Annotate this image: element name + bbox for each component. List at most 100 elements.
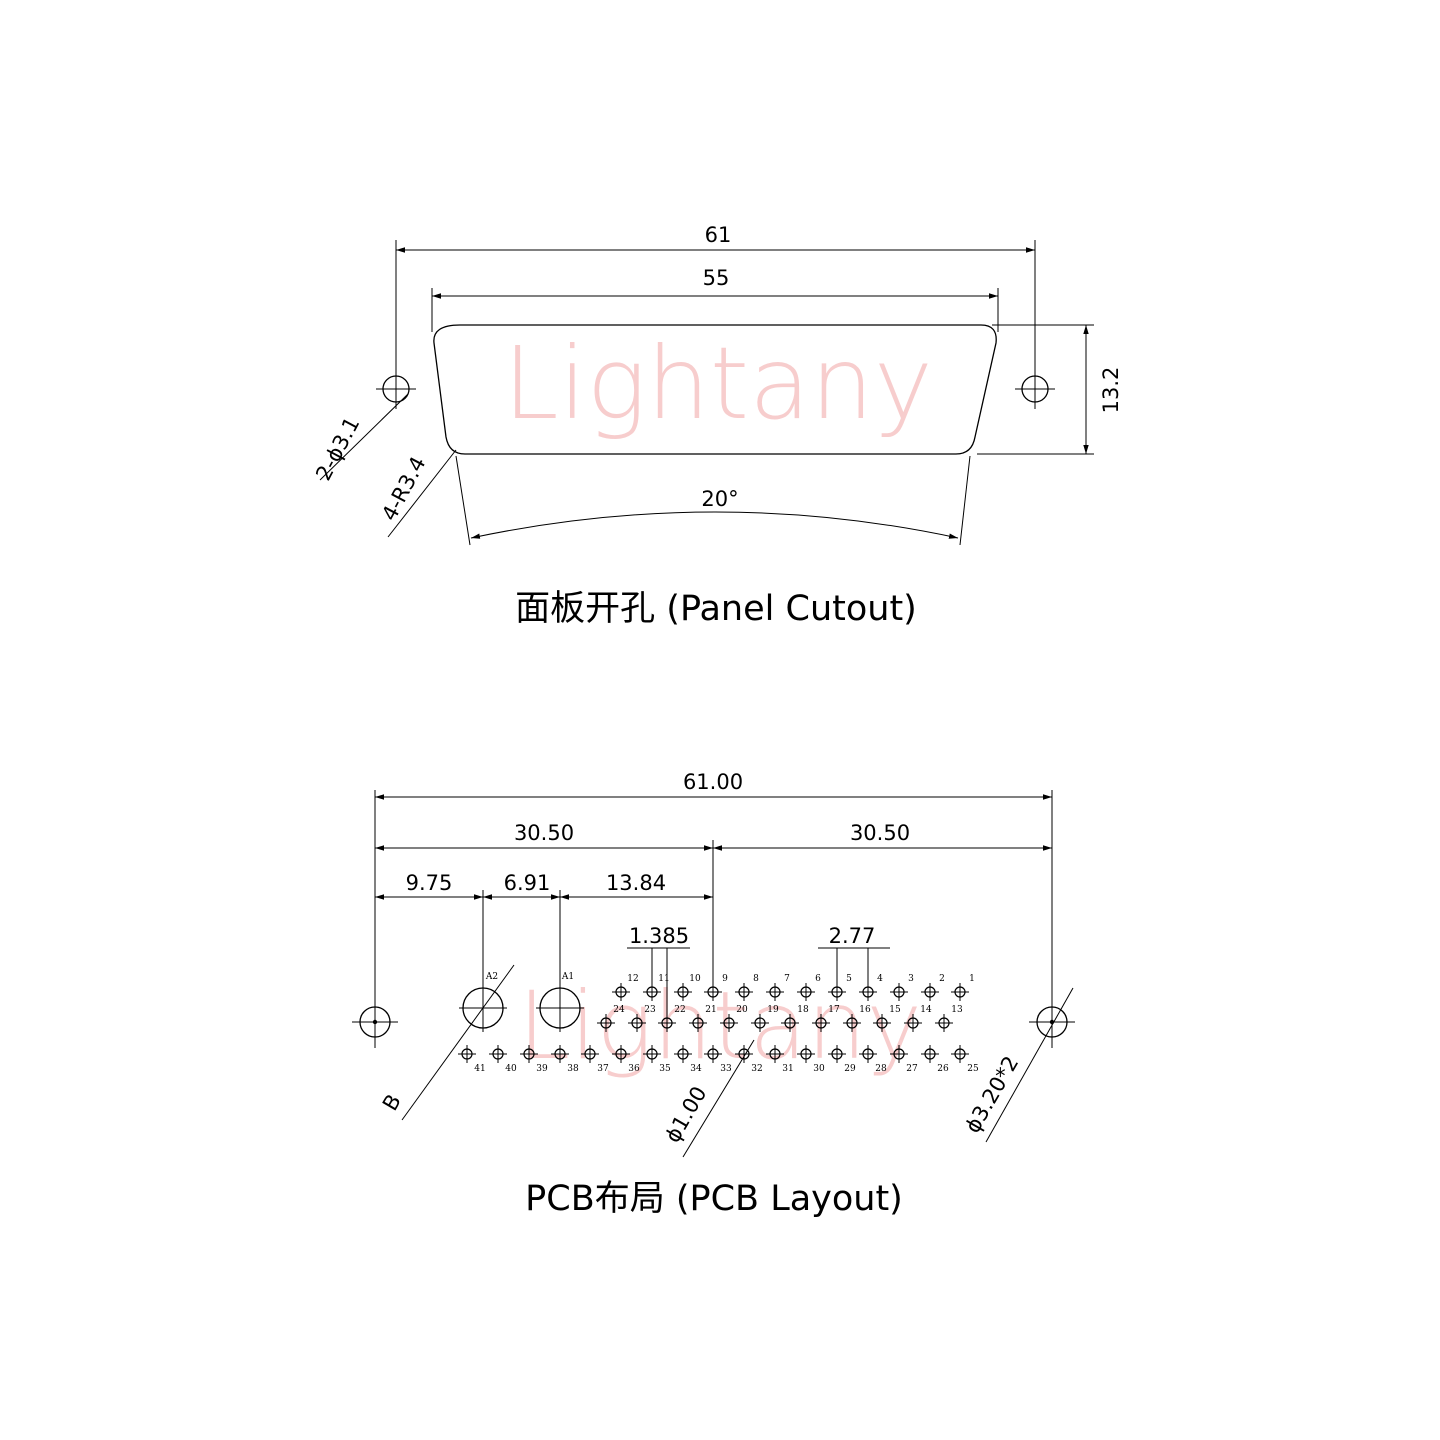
leader-pin-hole (682, 1039, 755, 1158)
dim-label-half-left: 30.50 (514, 821, 574, 845)
pin-number-label: 41 (474, 1064, 485, 1074)
dim-label-2-77: 2.77 (829, 924, 876, 948)
dim-arc-angle (470, 511, 959, 539)
pin-number-label: 3 (908, 974, 914, 984)
pin-number-label: 32 (751, 1064, 762, 1074)
dim-label-b: 6.91 (504, 871, 551, 895)
pin-number-label: 26 (937, 1064, 949, 1074)
label-b: B (378, 1090, 406, 1114)
pin-pad (628, 1014, 646, 1032)
mount-hole-right (1015, 369, 1055, 409)
pin-number-label: 39 (536, 1064, 548, 1074)
pin-number-label: 1 (969, 974, 975, 984)
pin-number-label: 36 (628, 1064, 640, 1074)
pin-pad (766, 983, 784, 1001)
mount-hole-left (376, 369, 416, 409)
pin-number-label: 20 (736, 1005, 748, 1015)
pin-pad (781, 1014, 799, 1032)
pin-number-label: 17 (828, 1005, 840, 1015)
dim-label-c: 13.84 (606, 871, 666, 895)
pin-number-label: 22 (674, 1005, 685, 1015)
pin-pad (643, 1045, 661, 1063)
pin-pad (597, 1014, 615, 1032)
pin-pad (735, 1045, 753, 1063)
pin-pad (612, 983, 630, 1001)
pin-number-label: 21 (705, 1005, 716, 1015)
pin-pad (890, 983, 908, 1001)
pin-pad (674, 983, 692, 1001)
pin-number-label: 6 (815, 974, 821, 984)
pcb-mount-hole-right (1029, 999, 1075, 1048)
pin-pad (951, 1045, 969, 1063)
pcb-mount-hole-left (352, 999, 398, 1048)
pin-number-label: 4 (877, 974, 883, 984)
dim-label-61: 61 (705, 223, 732, 247)
panel-cutout-drawing: Lightany 61 55 13.2 2-ϕ3.1 (311, 223, 1123, 629)
pin-pad (797, 1045, 815, 1063)
pin-pad (921, 1045, 939, 1063)
pin-number-label: 11 (658, 974, 669, 984)
pin-pad (766, 1045, 784, 1063)
pin-number-label: 15 (889, 1005, 901, 1015)
pin-pad (873, 1014, 891, 1032)
label-a1: A1 (561, 972, 574, 982)
pin-number-label: 19 (767, 1005, 779, 1015)
pin-number-label: 38 (567, 1064, 579, 1074)
pin-number-label: 7 (784, 974, 790, 984)
pin-pad (689, 1014, 707, 1032)
pin-pad (720, 1014, 738, 1032)
pin-pad (581, 1045, 599, 1063)
dim-label-radius: 4-R3.4 (377, 453, 431, 525)
pcb-caption: PCB布局 (PCB Layout) (525, 1179, 903, 1219)
dim-label-1-385: 1.385 (629, 924, 689, 948)
pin-number-label: 27 (906, 1064, 918, 1074)
pin-number-label: 9 (722, 974, 728, 984)
pin-pad (935, 1014, 953, 1032)
pin-number-label: 25 (967, 1064, 979, 1074)
pin-pad (458, 1045, 476, 1063)
pin-number-label: 2 (939, 974, 945, 984)
leader-holes (319, 393, 409, 481)
pin-number-label: 16 (859, 1005, 871, 1015)
panel-caption: 面板开孔 (Panel Cutout) (515, 589, 917, 629)
pin-pad (797, 983, 815, 1001)
pin-pad (843, 1014, 861, 1032)
pin-pad (735, 983, 753, 1001)
pin-number-label: 35 (659, 1064, 671, 1074)
pin-number-label: 29 (844, 1064, 856, 1074)
leader-mount-hole (985, 987, 1074, 1143)
pin-pad (859, 1045, 877, 1063)
pin-pad (643, 983, 661, 1001)
pin-number-label: 5 (846, 974, 852, 984)
dim-label-holes: 2-ϕ3.1 (311, 413, 364, 484)
pin-pad (921, 983, 939, 1001)
pin-pad (658, 1014, 676, 1032)
dim-label-angle: 20° (701, 487, 738, 511)
pin-number-label: 31 (782, 1064, 793, 1074)
pin-number-label: 18 (797, 1005, 809, 1015)
watermark-panel: Lightany (503, 325, 933, 442)
pin-number-label: 10 (689, 974, 701, 984)
pin-number-label: 28 (875, 1064, 887, 1074)
dim-label-half-right: 30.50 (850, 821, 910, 845)
pin-number-label: 40 (505, 1064, 517, 1074)
pin-pad (828, 983, 846, 1001)
pin-pad (489, 1045, 507, 1063)
pcb-layout-drawing: Lightany 61.00 30.50 30.50 9.75 6.91 13.… (352, 770, 1075, 1219)
pin-pad (904, 1014, 922, 1032)
pin-pad (951, 983, 969, 1001)
coax-cavity-a1 (536, 984, 584, 1032)
dim-label-pin-hole: ϕ1.00 (660, 1082, 711, 1147)
pin-pad (751, 1014, 769, 1032)
pin-pads (458, 983, 969, 1063)
pin-pad (859, 983, 877, 1001)
pin-number-label: 14 (920, 1005, 932, 1015)
pin-number-label: 23 (644, 1005, 656, 1015)
dim-label-61-00: 61.00 (683, 770, 743, 794)
pin-number-label: 12 (627, 974, 638, 984)
leader-b (401, 964, 515, 1121)
pin-pad (674, 1045, 692, 1063)
pin-pad (551, 1045, 569, 1063)
